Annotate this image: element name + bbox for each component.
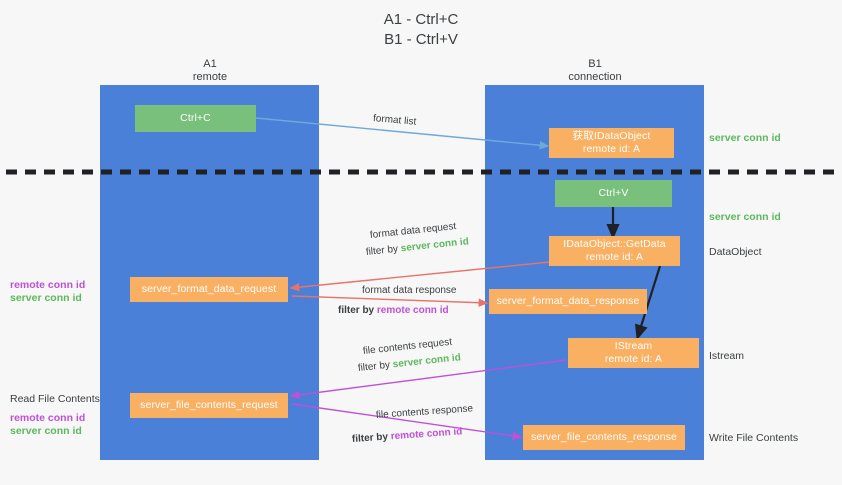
node-istream-sub: remote id: A bbox=[604, 353, 663, 365]
annotation-server-conn-id-mid: server conn id bbox=[709, 211, 781, 223]
node-ctrl-v[interactable]: Ctrl+V bbox=[555, 180, 672, 207]
annotation-conn-ids-upper: remote conn id server conn id bbox=[10, 279, 85, 305]
edge-label-format-data-response-text: format data response bbox=[362, 285, 457, 296]
node-server-format-data-request-label: server_format_data_request bbox=[141, 283, 277, 295]
node-idataobject-getdata-sub: remote id: A bbox=[585, 251, 644, 263]
arrow-file-contents-response bbox=[291, 403, 523, 440]
filter-by-text-3: filter by bbox=[357, 359, 391, 374]
title-line-2: B1 - Ctrl+V bbox=[384, 31, 458, 48]
annotation-istream: Istream bbox=[709, 350, 745, 362]
filter-by-text-1: filter by bbox=[365, 243, 399, 258]
node-idataobject-getdata[interactable]: IDataObject::GetData remote id: A bbox=[549, 236, 680, 266]
arrow-getdata-to-istream bbox=[635, 265, 662, 341]
node-istream-label: IStream bbox=[614, 340, 653, 352]
node-server-format-data-response-label: server_format_data_response bbox=[496, 295, 640, 307]
node-server-file-contents-request[interactable]: server_file_contents_request bbox=[130, 393, 288, 418]
arrow-format-list bbox=[255, 117, 550, 150]
node-get-idataobject-label: 获取IDataObject bbox=[572, 130, 651, 142]
edge-label-format-data-response: format data response bbox=[362, 284, 457, 298]
column-a1-name: A1 bbox=[203, 58, 217, 70]
arrow-format-data-request bbox=[289, 261, 551, 292]
arrow-format-data-response bbox=[291, 295, 489, 307]
filter-remote-conn-id-2: remote conn id bbox=[376, 305, 449, 316]
node-server-file-contents-response-label: server_file_contents_response bbox=[531, 431, 677, 443]
annotation-server-conn-id-lower: server conn id bbox=[10, 425, 82, 437]
node-get-idataobject[interactable]: 获取IDataObject remote id: A bbox=[549, 128, 674, 158]
column-b1-name: B1 bbox=[588, 58, 602, 70]
node-istream[interactable]: IStream remote id: A bbox=[568, 338, 699, 368]
column-a1-sub: remote bbox=[192, 71, 228, 83]
filter-by-text-4: filter by bbox=[351, 431, 389, 445]
column-header-a1: A1 remote bbox=[130, 58, 290, 84]
node-get-idataobject-sub: remote id: A bbox=[582, 143, 641, 155]
node-server-file-contents-request-label: server_file_contents_request bbox=[140, 399, 278, 411]
node-ctrl-c[interactable]: Ctrl+C bbox=[135, 105, 256, 132]
column-header-b1: B1 connection bbox=[515, 58, 675, 84]
annotation-server-conn-id-top: server conn id bbox=[709, 132, 781, 144]
arrow-file-contents-request bbox=[289, 359, 567, 400]
node-ctrl-c-label: Ctrl+C bbox=[180, 112, 211, 124]
annotation-dataobject: DataObject bbox=[709, 246, 762, 258]
annotation-write-file-contents: Write File Contents bbox=[709, 432, 799, 444]
annotation-conn-ids-lower: remote conn id server conn id bbox=[10, 412, 85, 438]
title-line-1: A1 - Ctrl+C bbox=[383, 11, 459, 28]
column-b1-sub: connection bbox=[568, 71, 622, 83]
annotation-read-file-contents: Read File Contents bbox=[10, 393, 100, 405]
node-server-format-data-request[interactable]: server_format_data_request bbox=[130, 277, 288, 302]
annotation-remote-conn-id-upper: remote conn id bbox=[10, 279, 86, 291]
page-title: A1 - Ctrl+C B1 - Ctrl+V bbox=[0, 10, 842, 50]
filter-by-text-2: filter by bbox=[338, 305, 375, 316]
node-server-file-contents-response[interactable]: server_file_contents_response bbox=[523, 425, 685, 450]
node-ctrl-v-label: Ctrl+V bbox=[598, 187, 629, 199]
node-server-format-data-response[interactable]: server_format_data_response bbox=[489, 289, 647, 314]
annotation-server-conn-id-upper: server conn id bbox=[10, 292, 82, 304]
edge-label-format-list-text: format list bbox=[372, 113, 417, 128]
node-idataobject-getdata-label: IDataObject::GetData bbox=[563, 238, 666, 250]
edge-filter-format-data-response: filter by remote conn id bbox=[338, 304, 449, 318]
annotation-remote-conn-id-lower: remote conn id bbox=[10, 412, 86, 424]
filter-remote-conn-id-4: remote conn id bbox=[390, 426, 463, 443]
